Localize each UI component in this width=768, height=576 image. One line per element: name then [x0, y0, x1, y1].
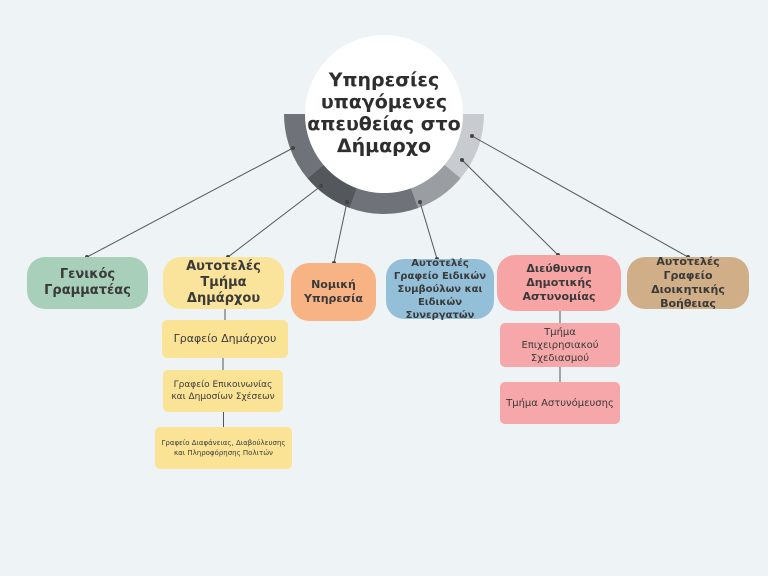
child-node[interactable]: Τμήμα Επιχειρησιακού Σχεδιασμού	[500, 323, 620, 367]
hub-ring	[284, 114, 484, 215]
branch-connector	[418, 200, 439, 261]
connector-lines	[85, 134, 690, 427]
child-node[interactable]: Γραφείο Διαφάνειας, Διαβούλευσης και Πλη…	[155, 427, 292, 469]
hub-ring-segment	[307, 164, 357, 208]
branch-node[interactable]: Γενικός Γραμματέας	[27, 257, 148, 309]
branch-node[interactable]: Αυτοτελές Γραφείο Διοικητικής Βοήθειας	[627, 255, 749, 310]
child-node[interactable]: Γραφείο Επικοινωνίας και Δημοσίων Σχέσεω…	[163, 370, 283, 412]
branch-node[interactable]: Νομική Υπηρεσία	[291, 263, 376, 321]
hub-ring-segment	[349, 188, 419, 215]
branch-connector	[332, 200, 349, 265]
branch-connector	[226, 184, 323, 259]
hub-ring-segment	[411, 164, 461, 208]
branch-node[interactable]: Αυτοτελές Γραφείο Ειδικών Συμβούλων και …	[386, 258, 494, 321]
branch-connector	[470, 134, 690, 259]
hub-circle	[305, 35, 463, 193]
branch-connector	[460, 158, 560, 257]
branch-node[interactable]: Διεύθυνση Δημοτικής Αστυνομίας	[497, 255, 621, 311]
hub-ring-segment	[444, 114, 484, 179]
child-node[interactable]: Γραφείο Δημάρχου	[162, 320, 288, 358]
hub-ring-segment	[284, 114, 324, 179]
branch-node[interactable]: Αυτοτελές Τμήμα Δημάρχου	[163, 257, 284, 309]
central-topic[interactable]: Υπηρεσίες υπαγόμενες απευθείας στο Δήμαρ…	[307, 69, 461, 157]
child-node[interactable]: Τμήμα Αστυνόμευσης	[500, 382, 620, 424]
branch-connector	[85, 146, 295, 259]
